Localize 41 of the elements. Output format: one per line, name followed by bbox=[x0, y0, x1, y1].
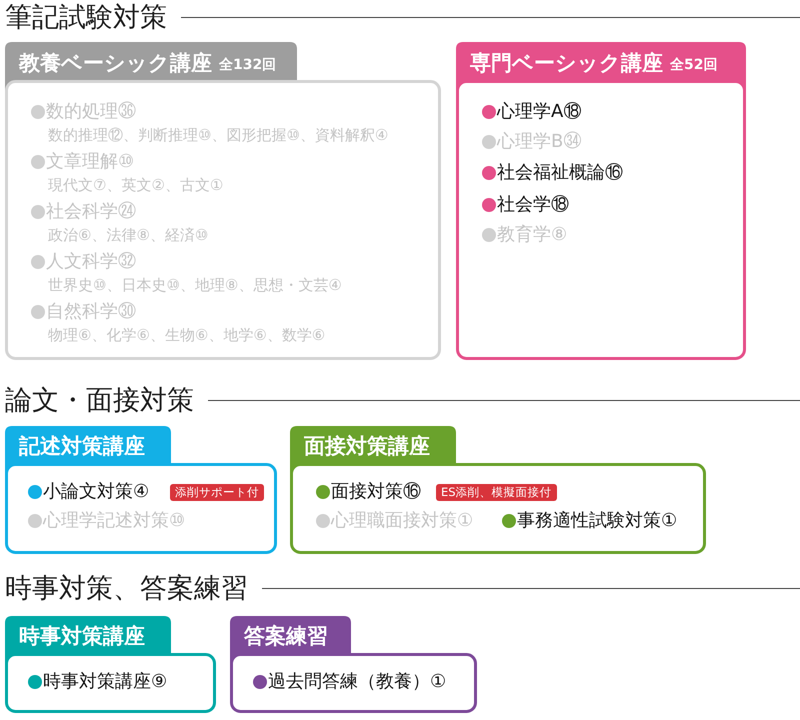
tab-title: 時事対策講座 bbox=[19, 623, 145, 650]
course-item: 時事対策講座⑨ bbox=[43, 671, 168, 693]
course-item: 小論文対策④ bbox=[43, 481, 150, 503]
tab-title: 教養ベーシック講座 bbox=[19, 50, 212, 76]
course-item: 人文科学㉜ bbox=[46, 251, 136, 273]
course-item: 心理学記述対策⑩ bbox=[43, 510, 186, 532]
course-item: 事務適性試験対策① bbox=[517, 510, 678, 532]
session-count: 全132回 bbox=[219, 56, 276, 74]
course-card bbox=[456, 42, 746, 360]
section-heading: 筆記試験対策 bbox=[5, 2, 167, 34]
course-card bbox=[5, 616, 216, 713]
tab-title: 答案練習 bbox=[244, 623, 328, 650]
course-item: 心理学A⑱ bbox=[497, 101, 582, 123]
course-item: 教育学⑧ bbox=[497, 224, 568, 246]
course-card bbox=[5, 42, 441, 360]
section-heading: 時事対策、答案練習 bbox=[5, 573, 248, 606]
session-count: 全52回 bbox=[670, 56, 718, 74]
feature-badge: 添削サポート付 bbox=[170, 484, 264, 501]
course-item: 心理職面接対策① bbox=[331, 510, 474, 532]
topic-list: 政治⑥、法律⑧、経済⑩ bbox=[48, 226, 208, 244]
topic-list: 数的推理⑫、判断推理⑩、図形把握⑩、資料解釈④ bbox=[48, 126, 388, 144]
course-item: 心理学B㉞ bbox=[497, 131, 582, 153]
course-item: 社会科学㉔ bbox=[46, 201, 136, 223]
course-item: 自然科学㉚ bbox=[46, 301, 136, 323]
feature-badge: ES添削、模擬面接付 bbox=[436, 484, 557, 501]
course-card bbox=[230, 616, 477, 713]
course-item: 文章理解⑩ bbox=[46, 151, 134, 173]
course-item: 面接対策⑯ bbox=[331, 481, 421, 503]
course-item: 過去問答練（教養）① bbox=[268, 671, 446, 693]
course-item: 数的処理㊱ bbox=[46, 101, 136, 123]
topic-list: 現代文⑦、英文②、古文① bbox=[48, 176, 224, 194]
tab-title: 記述対策講座 bbox=[19, 433, 145, 460]
tab-title: 面接対策講座 bbox=[304, 433, 430, 460]
tab-title: 専門ベーシック講座 bbox=[470, 50, 663, 76]
topic-list: 世界史⑩、日本史⑩、地理⑧、思想・文芸④ bbox=[48, 276, 342, 294]
section-heading: 論文・面接対策 bbox=[5, 385, 194, 418]
course-item: 社会学⑱ bbox=[497, 194, 569, 216]
course-card bbox=[5, 426, 277, 554]
topic-list: 物理⑥、化学⑥、生物⑥、地学⑥、数学⑥ bbox=[48, 326, 326, 344]
course-item: 社会福祉概論⑯ bbox=[497, 162, 623, 184]
course-card bbox=[290, 426, 706, 554]
